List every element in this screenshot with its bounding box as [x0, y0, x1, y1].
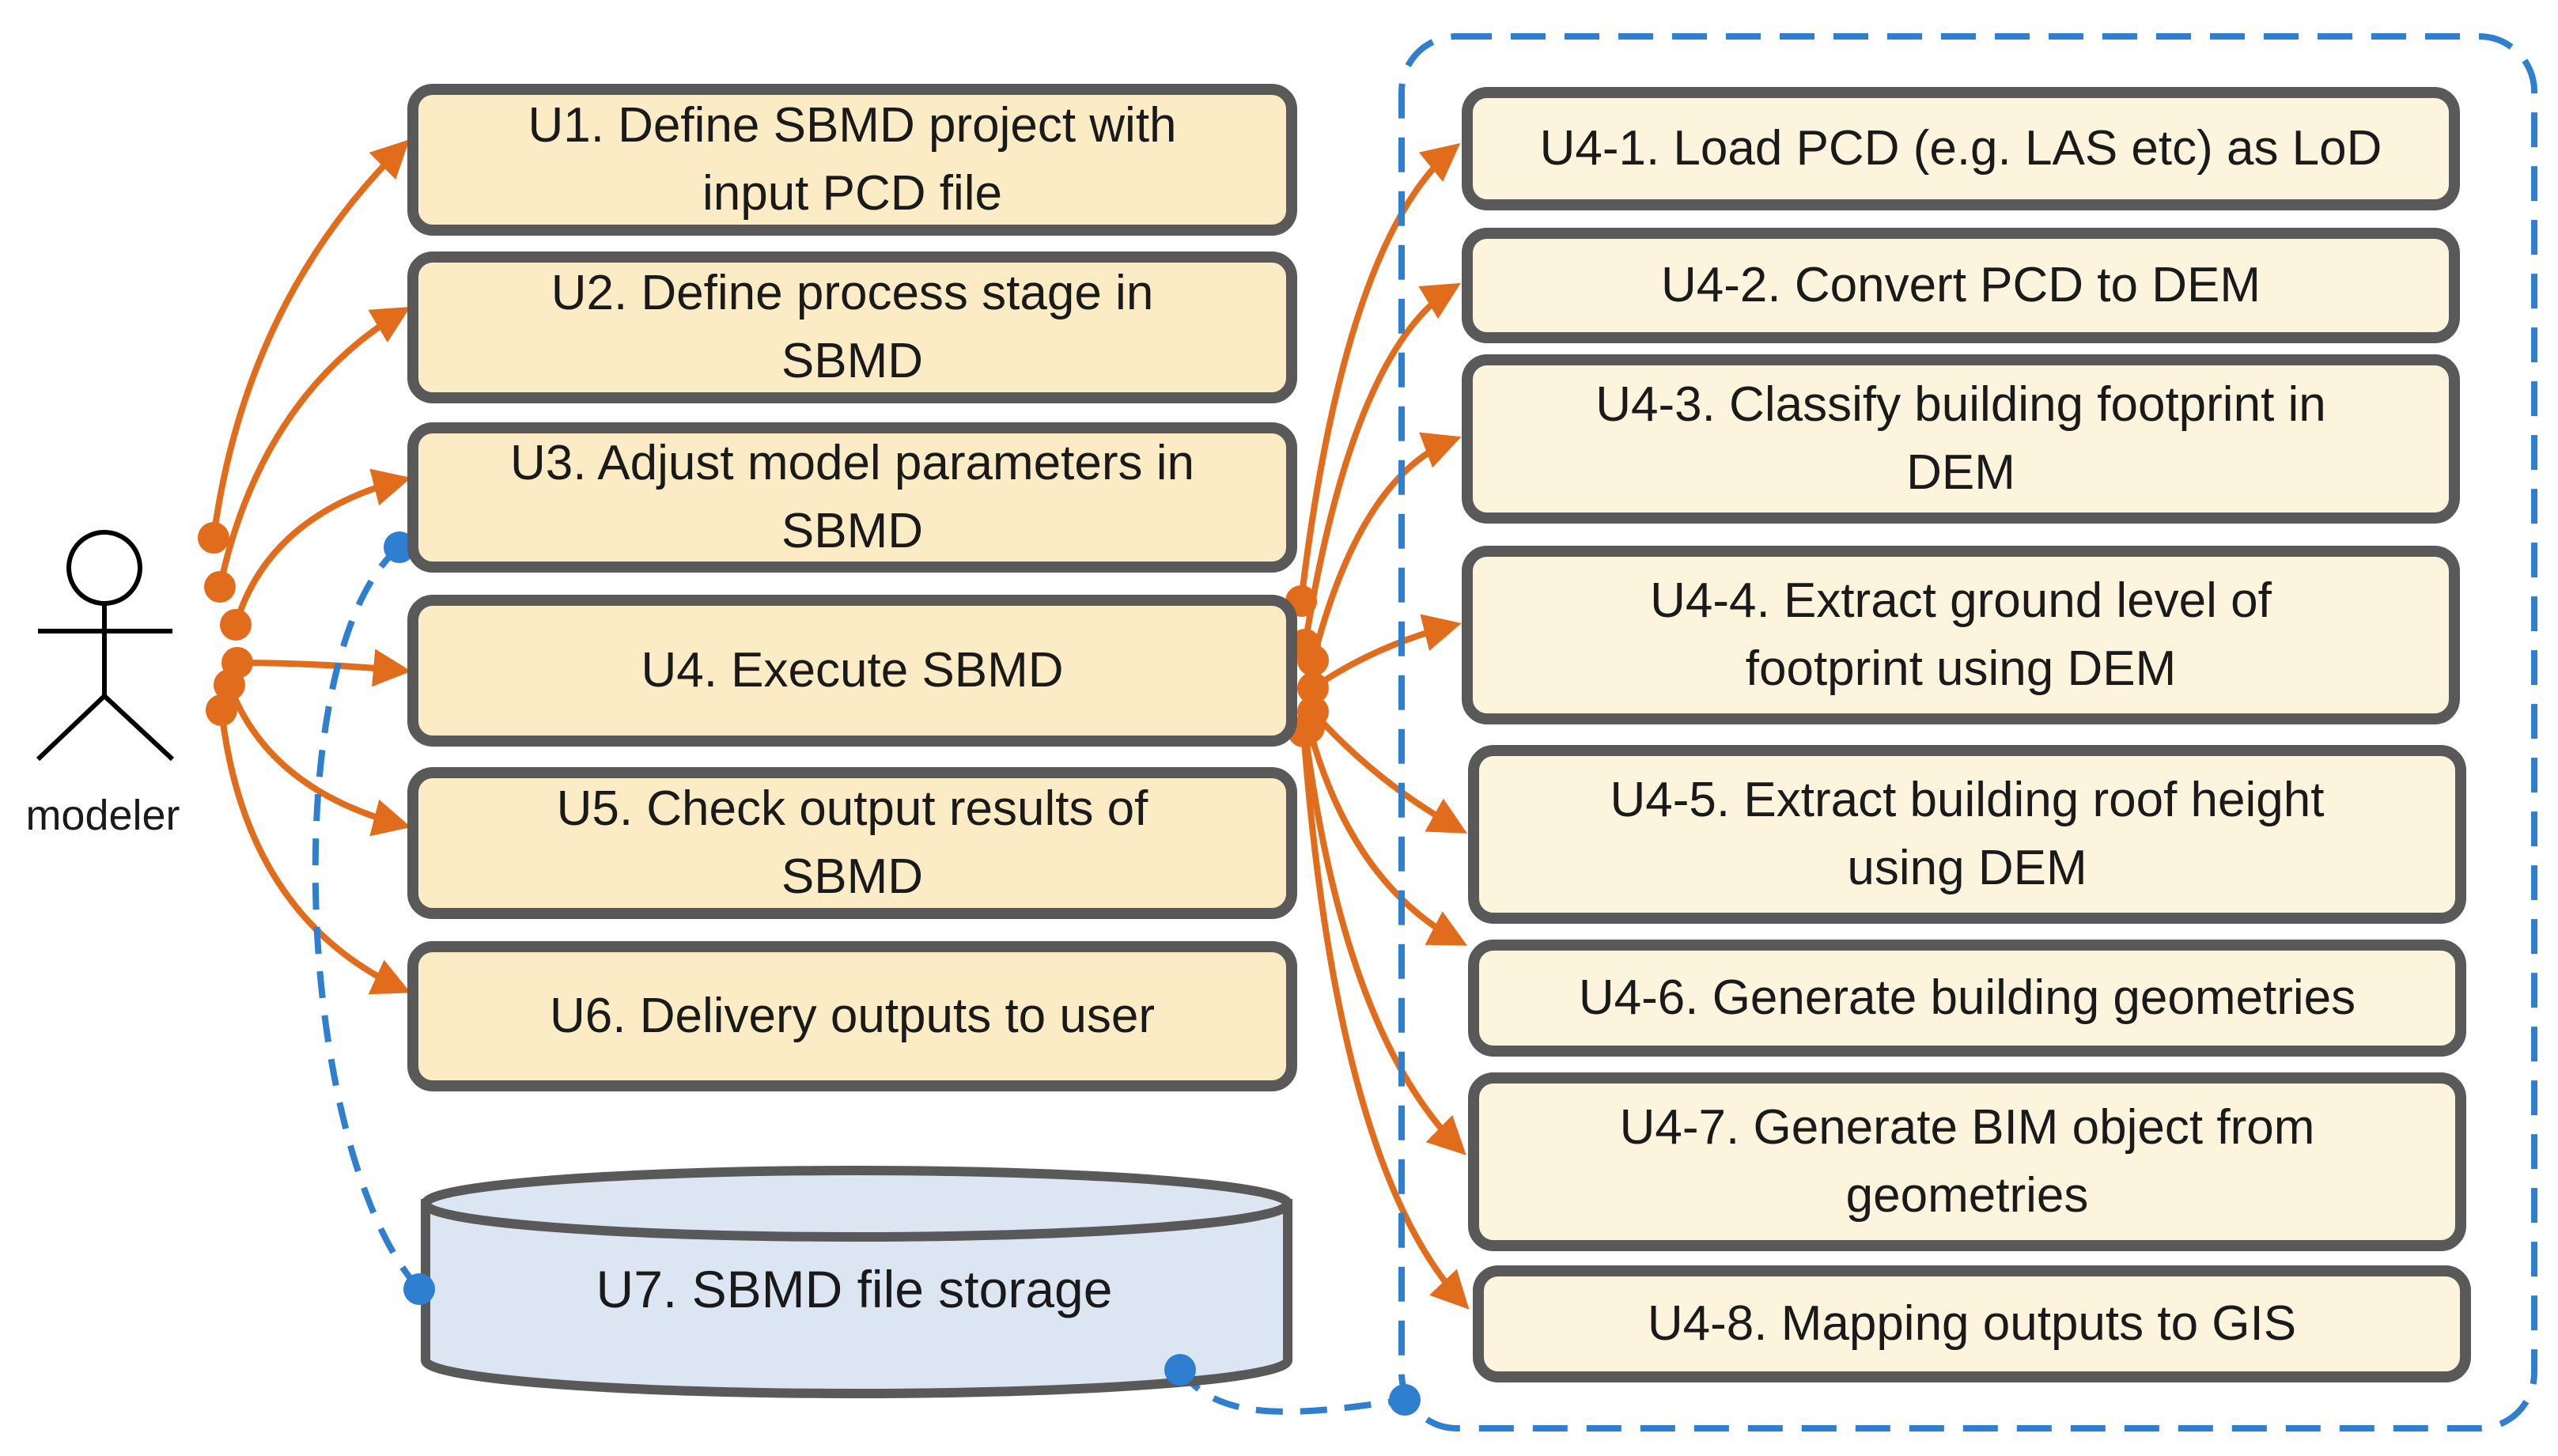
use-case-u5[interactable]: U5. Check output results of SBMD: [407, 767, 1297, 919]
sub-link-u4-4: [1311, 614, 1462, 691]
dashed-dot-storage-left: [403, 1273, 435, 1305]
sub-case-u4-8[interactable]: U4-8. Mapping outputs to GIS: [1473, 1265, 2471, 1382]
sub-link-dot-u4-4: [1297, 672, 1329, 704]
sub-case-u4-5[interactable]: U4-5. Extract building roof height using…: [1468, 745, 2466, 924]
sub-link-u4-2: [1302, 282, 1461, 645]
use-case-u2[interactable]: U2. Define process stage in SBMD: [407, 251, 1297, 403]
actor-link-u2: [217, 306, 411, 588]
dashed-link-u3-storage: [312, 544, 422, 1291]
storage-label: U7. SBMD file storage: [596, 1260, 1113, 1318]
use-case-u6[interactable]: U6. Delivery outputs to user: [407, 941, 1297, 1091]
sub-link-u4-6: [1306, 726, 1468, 946]
dashed-dot-boundary: [1389, 1384, 1421, 1416]
actor-link-u4: [237, 649, 411, 687]
sub-link-u4-7: [1302, 731, 1466, 1155]
use-case-u1[interactable]: U1. Define SBMD project with input PCD f…: [407, 84, 1297, 236]
actor-link-dot-u5: [214, 669, 245, 701]
actor-label: modeler: [25, 792, 180, 839]
sub-case-u4-3[interactable]: U4-3. Classify building footprint in DEM: [1462, 354, 2460, 524]
sub-link-u4-8: [1300, 731, 1470, 1310]
sub-case-u4-1[interactable]: U4-1. Load PCD (e.g. LAS etc) as LoD: [1462, 87, 2460, 210]
sub-link-u4-3: [1310, 432, 1462, 661]
sub-case-u4-4[interactable]: U4-4. Extract ground level of footprint …: [1462, 546, 2460, 724]
actor-link-dot-u6: [206, 694, 237, 726]
sub-link-u4-1: [1298, 142, 1461, 602]
actor-link-dot-u2: [204, 571, 236, 603]
actor-link-u5: [226, 683, 411, 837]
actor-link-dot-u1: [198, 522, 229, 554]
system-boundary: [1398, 33, 2537, 1431]
sub-link-dot-u4-3: [1297, 645, 1329, 676]
sub-case-u4-7[interactable]: U4-7. Generate BIM object from geometrie…: [1468, 1072, 2466, 1251]
sub-case-u4-2[interactable]: U4-2. Convert PCD to DEM: [1462, 228, 2460, 343]
sub-link-u4-5: [1311, 709, 1467, 834]
actor-link-u3: [233, 468, 411, 626]
actor-link-dot-u3: [220, 609, 252, 641]
actor-link-u1: [210, 139, 410, 539]
actor-link-u6: [218, 709, 411, 995]
sub-case-u4-6[interactable]: U4-6. Generate building geometries: [1468, 940, 2466, 1057]
dashed-dot-storage-bottom: [1164, 1354, 1196, 1386]
storage-cylinder: [421, 1166, 1292, 1398]
use-case-u4[interactable]: U4. Execute SBMD: [407, 595, 1297, 747]
use-case-u3[interactable]: U3. Adjust model parameters in SBMD: [407, 422, 1297, 573]
dashed-link-storage-boundary: [1177, 1367, 1406, 1415]
actor-figure: [36, 530, 175, 762]
